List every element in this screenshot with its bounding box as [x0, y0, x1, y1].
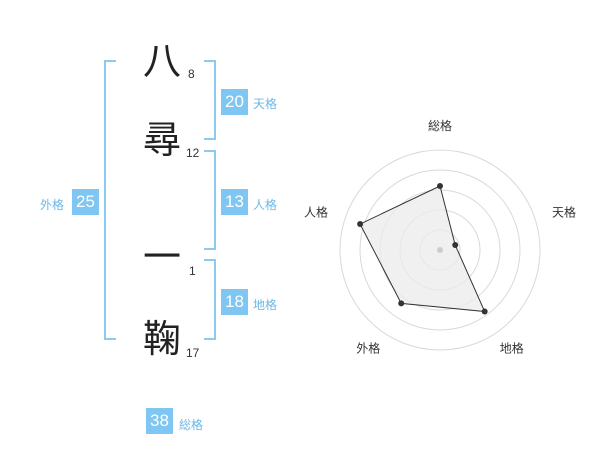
name-char-2: 尋	[143, 118, 182, 162]
radar-point-1	[452, 242, 459, 249]
radar-grid-ring-5	[339, 149, 541, 351]
chikaku-bracket	[204, 259, 216, 340]
gaikaku-label: 外格	[40, 198, 65, 212]
radar-grid-ring-4	[359, 169, 521, 331]
radar-point-3	[398, 300, 405, 307]
chikaku-value: 18	[221, 289, 248, 315]
radar-axis-label-1: 天格	[552, 204, 576, 219]
stroke-count-1: 8	[188, 67, 195, 81]
radar-center-dot	[437, 247, 443, 253]
radar-area	[359, 185, 486, 313]
radar-axis-label-2: 地格	[500, 341, 524, 356]
radar-point-4	[357, 221, 364, 228]
gaikaku-bracket	[104, 60, 116, 340]
stroke-count-2: 12	[186, 146, 200, 160]
tenkaku-bracket	[204, 60, 216, 140]
radar-axis-label-4: 人格	[304, 204, 328, 219]
name-char-1: 八	[143, 39, 182, 83]
tenkaku-label: 天格	[253, 97, 278, 111]
soukaku-value: 38	[146, 408, 173, 434]
stroke-count-3: 1	[189, 264, 196, 278]
gaikaku-value: 25	[72, 189, 99, 215]
tenkaku-value: 20	[221, 89, 248, 115]
chikaku-label: 地格	[253, 298, 278, 312]
radar-axis-label-0: 総格	[428, 118, 452, 133]
stroke-count-4: 17	[186, 346, 200, 360]
soukaku-label: 総格	[179, 418, 204, 432]
name-char-3: 一	[143, 235, 182, 279]
jinkaku-value: 13	[221, 189, 248, 215]
radar-point-2	[481, 308, 488, 315]
jinkaku-label: 人格	[253, 198, 278, 212]
radar-point-0	[437, 183, 443, 189]
radar-axis-label-3: 外格	[356, 341, 380, 356]
jinkaku-bracket	[204, 150, 216, 250]
name-char-4: 鞠	[143, 317, 182, 361]
